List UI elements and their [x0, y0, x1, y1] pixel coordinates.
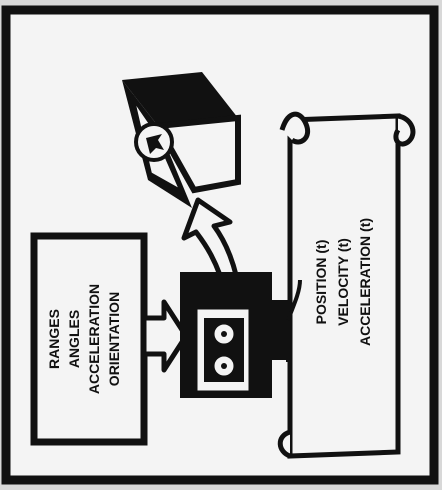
input-ranges: RANGES — [46, 309, 62, 369]
output-acceleration: ACCELERATION (t) — [357, 218, 373, 346]
scroll-icon — [277, 111, 416, 459]
aircraft-display-icon — [122, 72, 241, 208]
outputs-text: POSITION (t) VELOCITY (t) ACCELERATION (… — [313, 218, 373, 346]
connector-line — [286, 279, 302, 321]
inputs-text: RANGES ANGLES ACCELERATION ORIENTATION — [46, 284, 122, 394]
input-orientation: ORIENTATION — [106, 292, 122, 386]
inputs-box — [30, 232, 148, 446]
output-velocity: VELOCITY (t) — [335, 238, 351, 326]
tape-computer-icon — [180, 272, 298, 398]
input-acceleration: ACCELERATION — [86, 284, 102, 394]
arrow-right-icon — [141, 299, 189, 373]
output-position: POSITION (t) — [313, 240, 329, 325]
input-angles: ANGLES — [66, 310, 82, 368]
